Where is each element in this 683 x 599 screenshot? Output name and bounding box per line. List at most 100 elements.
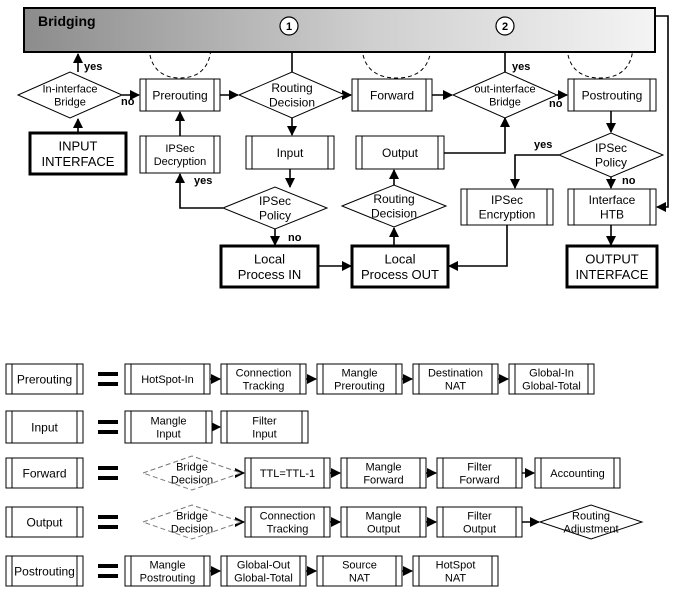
label-no-bridge-out: no: [549, 98, 563, 110]
legend-input-step-2-label-line-1: Filter: [252, 415, 277, 427]
ipsec-decryption-box-label-line-2: Decryption: [154, 156, 207, 168]
output-interface-box-label-line-1: OUTPUT: [585, 252, 639, 267]
local-process-out-box-label-line-1: Local: [384, 252, 415, 267]
legend-forward-step-4: [534, 457, 621, 489]
legend-output-step-1-label-line-1: Connection: [260, 510, 316, 522]
prerouting-box: [139, 78, 221, 112]
prerouting-box-label: Prerouting: [152, 88, 207, 102]
legend-output-equals-bottom: [98, 525, 118, 529]
output-box-label: Output: [382, 146, 419, 160]
routing-decision-diamond: [237, 71, 347, 119]
legend-output-step-3-label-line-2: Output: [463, 523, 496, 535]
label-no-policy-left: no: [288, 232, 302, 244]
output-interface-box: [565, 244, 659, 289]
legend-input-name-box-label: Input: [31, 420, 58, 434]
label-no-bridge-in: no: [121, 96, 135, 108]
local-process-out-box: [350, 244, 450, 289]
ipsec-encryption-box-label-line-1: IPSec: [491, 193, 523, 207]
label-yes-policy-right: yes: [534, 139, 552, 151]
legend-postrouting-step-2-label-line-2: Global-Total: [234, 572, 293, 584]
out-interface-bridge-diamond: [451, 71, 559, 119]
legend-prerouting-name-box: [5, 363, 84, 395]
ipsec-policy-left-diamond-label-line-1: IPSec: [259, 194, 291, 208]
input-box: [245, 135, 335, 170]
legend-input-equals-bottom: [98, 430, 118, 434]
legend-forward-step-3: [436, 457, 523, 489]
legend-prerouting-step-4-label-line-1: Destination: [428, 367, 483, 379]
legend-output-name-box-label: Output: [26, 515, 63, 529]
legend-prerouting-step-2-label-line-1: Connection: [236, 367, 292, 379]
legend-input-step-2: [220, 410, 309, 444]
marker-1: [279, 16, 299, 36]
legend-prerouting-step-2: [220, 363, 307, 395]
legend-forward-step-3-label-line-1: Filter: [467, 461, 492, 473]
legend-input-step-1-label-line-2: Input: [156, 428, 180, 440]
legend-forward-step-2: [340, 457, 427, 489]
legend-postrouting-step-4: [412, 555, 499, 587]
legend-output-bridge-decision: [141, 504, 243, 540]
output-box: [355, 135, 445, 170]
postrouting-box-label: Postrouting: [582, 88, 643, 102]
legend-prerouting-step-3-label-line-2: Prerouting: [334, 380, 385, 392]
routing-decision-lower-diamond-label-line-2: Decision: [371, 206, 417, 220]
legend-prerouting-step-5-label-line-1: Global-In: [529, 367, 574, 379]
legend-postrouting-step-2-label-line-1: Global-Out: [237, 559, 290, 571]
legend-output-name-box: [5, 506, 84, 538]
legend-forward-bridge-decision: [141, 455, 243, 491]
bridge-loop-2: [361, 33, 436, 79]
legend-forward-step-1: [244, 457, 331, 489]
edge-policy-yes-to-decryption: [175, 173, 223, 209]
legend-prerouting-step-5-label-line-2: Global-Total: [522, 380, 581, 392]
edge-policy-yes-to-encryption: [510, 154, 559, 189]
interface-htb-box-label-line-2: HTB: [600, 207, 624, 221]
legend-input-step-1: [124, 410, 213, 444]
ipsec-policy-right-diamond: [557, 132, 665, 178]
bridge-loop-1: [148, 33, 216, 79]
legend-forward-bridge-decision-label-line-1: Bridge: [176, 461, 208, 473]
legend-postrouting-name-box-label: Postrouting: [14, 564, 75, 578]
legend-forward-equals-top: [98, 466, 118, 470]
legend-output-routing-adjustment-label-line-2: Adjustment: [563, 523, 618, 535]
label-yes-bridge-in: yes: [84, 61, 102, 73]
legend-postrouting-step-1-label-line-1: Mangle: [149, 559, 185, 571]
ipsec-encryption-box-label-line-2: Encryption: [479, 207, 536, 221]
interface-htb-box-label-line-1: Interface: [589, 193, 636, 207]
out-interface-bridge-diamond-label-line-1: out-interface: [474, 83, 535, 95]
ipsec-policy-left-diamond: [221, 186, 329, 230]
out-interface-bridge-diamond-label-line-2: Bridge: [489, 96, 521, 108]
forward-box: [351, 78, 433, 112]
input-interface-box: [28, 131, 128, 176]
legend-forward-step-1-label-line-1: TTL=TTL-1: [260, 468, 315, 480]
in-interface-bridge-diamond-label-line-1: In-interface: [42, 83, 97, 95]
bridge-loop-3: [566, 33, 638, 79]
legend-prerouting-step-4: [412, 363, 499, 395]
legend-forward-step-2-label-line-1: Mangle: [365, 461, 401, 473]
legend-output-bridge-decision-label-line-1: Bridge: [176, 510, 208, 522]
marker-2-label: 2: [502, 21, 508, 33]
legend-input-equals-top: [98, 420, 118, 424]
routing-decision-lower-diamond-label-line-1: Routing: [373, 192, 414, 206]
legend-postrouting-step-2: [220, 555, 307, 587]
legend-postrouting-name-box: [5, 555, 84, 587]
in-interface-bridge-diamond: [16, 71, 124, 119]
bridging-bar: [23, 7, 656, 53]
legend-postrouting-step-1: [124, 555, 211, 587]
legend-output-step-1: [244, 506, 331, 538]
legend-prerouting-step-3-label-line-1: Mangle: [341, 367, 377, 379]
legend-postrouting-step-3-label-line-2: NAT: [349, 572, 370, 584]
legend-prerouting-step-2-label-line-2: Tracking: [243, 380, 285, 392]
legend-postrouting-step-4-label-line-1: HotSpot: [436, 559, 476, 571]
legend-prerouting-step-1: [124, 363, 211, 395]
marker-1-label: 1: [286, 21, 292, 33]
legend-output-step-3: [436, 506, 523, 538]
legend-output-step-1-label-line-2: Tracking: [267, 523, 309, 535]
legend-output-routing-adjustment: [538, 504, 644, 540]
local-process-in-box-label-line-1: Local: [254, 252, 285, 267]
in-interface-bridge-diamond-label-line-2: Bridge: [54, 96, 86, 108]
bridging-title: Bridging: [38, 13, 96, 29]
legend-input-step-1-label-line-1: Mangle: [150, 415, 186, 427]
legend-output-step-2-label-line-2: Output: [367, 523, 400, 535]
legend-prerouting-name-box-label: Prerouting: [17, 372, 72, 386]
local-process-out-box-label-line-2: Process OUT: [361, 267, 439, 282]
